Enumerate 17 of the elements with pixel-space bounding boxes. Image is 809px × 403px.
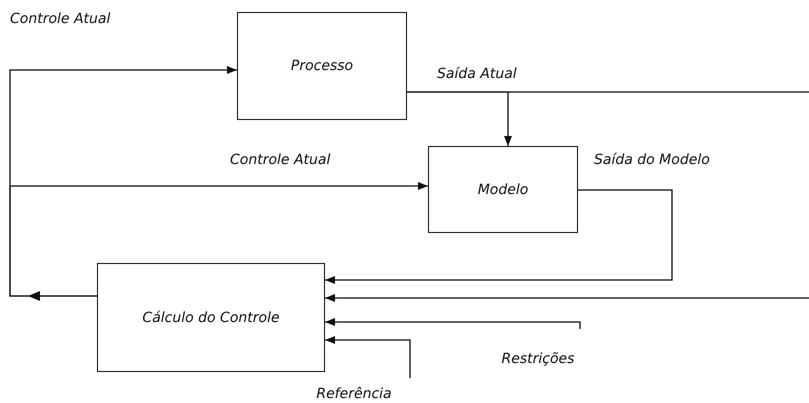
input-label: Referência (296, 378, 412, 402)
process-box (428, 146, 578, 233)
connector-arrow (325, 318, 581, 329)
process-box (237, 12, 407, 120)
connector-arrow (325, 189, 673, 284)
edge-label: Saída do Modelo (594, 152, 710, 168)
connector-arrow (9, 182, 428, 297)
connector-arrow (325, 294, 809, 302)
input-label: Restrições (494, 329, 582, 367)
edge-label: Saída Atual (437, 66, 517, 82)
box-label: Processo (290, 58, 354, 74)
box-label: Cálculo do Controle (142, 310, 280, 326)
process-box (97, 263, 325, 372)
edge-label: Controle Atual (230, 152, 330, 168)
box-label: Modelo (478, 182, 528, 198)
edge-label: Controle Atual (10, 11, 110, 27)
connector-arrow (325, 336, 411, 378)
